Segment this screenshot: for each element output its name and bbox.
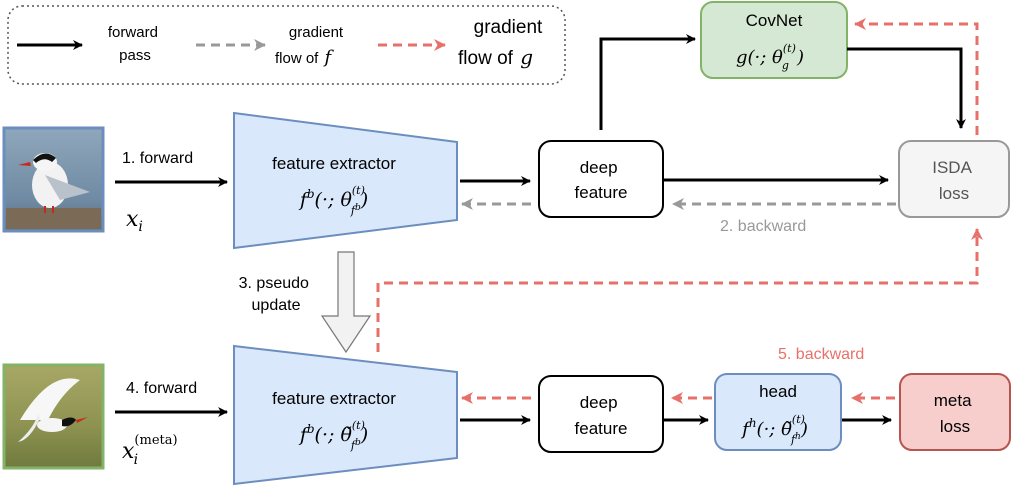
input-x-top: xi xyxy=(126,207,143,235)
meta-loss-box xyxy=(899,373,1011,451)
deep-feature-bottom xyxy=(538,375,664,453)
legend: forward pass gradient flow of f gradient… xyxy=(7,5,566,85)
legend-box xyxy=(7,5,566,85)
feature-extractor-bottom-title: feature extractor xyxy=(272,389,396,408)
feature-extractor-top-title: feature extractor xyxy=(272,154,396,173)
legend-forward-label: forward pass xyxy=(108,24,162,64)
forward-arrow-covnet-to-isda xyxy=(847,47,966,129)
step5-label: 5. backward xyxy=(778,346,864,363)
input-image-top xyxy=(2,126,105,233)
input-x-meta: x(meta)i xyxy=(122,433,178,468)
pseudo-update-arrow xyxy=(320,251,372,354)
isda-loss-box xyxy=(898,140,1010,218)
covnet-title: CovNet xyxy=(746,11,803,30)
gradient-g-isda-to-covnet xyxy=(854,18,979,135)
step3-label: 3. pseudo update xyxy=(239,275,314,314)
legend-gradient-f-label: gradient xyxy=(289,24,344,41)
head-box xyxy=(714,373,842,451)
isda-loss-label: ISDA loss xyxy=(932,158,975,203)
step4-label: 4. forward xyxy=(126,380,197,397)
input-image-meta xyxy=(2,363,105,470)
step2-label: 2. backward xyxy=(720,218,806,235)
gradient-g-meta-path xyxy=(376,228,983,352)
deep-feature-top-label: deep feature xyxy=(575,158,628,202)
legend-gradient-g-label: gradient xyxy=(474,17,543,38)
legend-gradient-g-line2: flow of g xyxy=(458,45,533,69)
deep-feature-top xyxy=(538,140,664,218)
feature-extractor-bottom xyxy=(233,344,458,486)
feature-extractor-top xyxy=(233,111,458,250)
deep-feature-bottom-label: deep feature xyxy=(575,393,628,438)
forward-arrow-feature-to-covnet xyxy=(599,34,696,130)
head-title: head xyxy=(759,382,797,401)
meta-loss-label: meta loss xyxy=(934,391,977,436)
legend-gradient-f-line2: flow of f xyxy=(275,47,335,68)
step1-label: 1. forward xyxy=(122,150,193,167)
covnet-box xyxy=(700,1,848,79)
